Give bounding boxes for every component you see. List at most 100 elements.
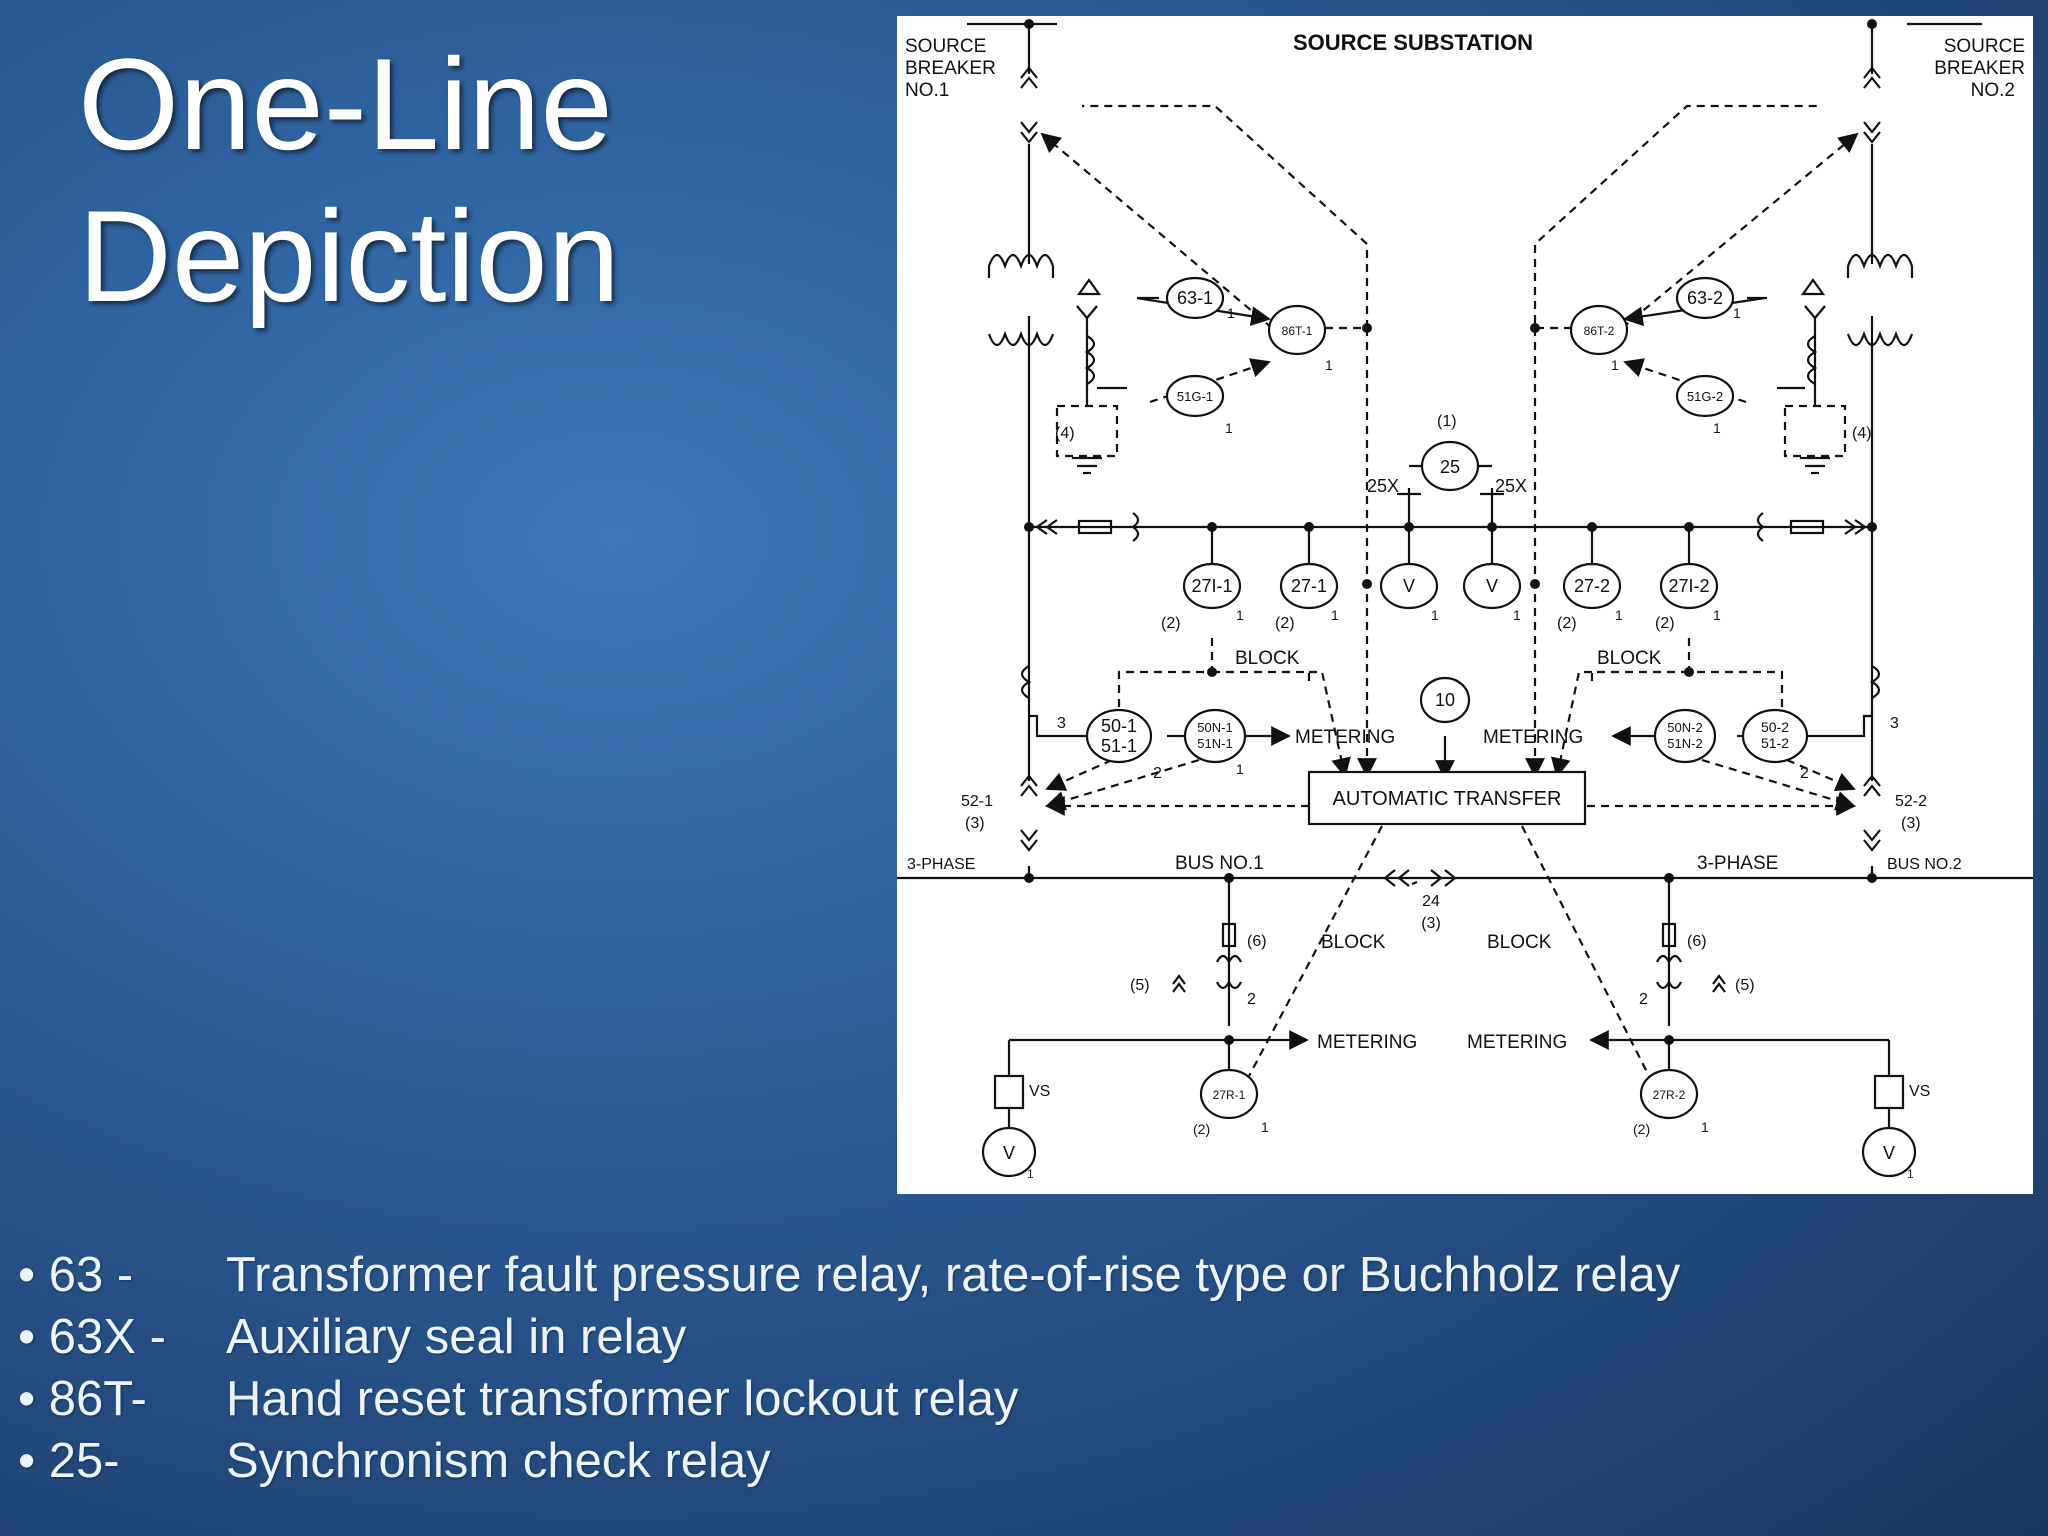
block-label-2: BLOCK <box>1597 648 1662 669</box>
three-phase-label-1: 3-PHASE <box>907 856 975 873</box>
note-3-breaker-2: (3) <box>1901 815 1921 832</box>
legend-code: • 25- <box>18 1434 120 1488</box>
legend-description: Synchronism check relay <box>226 1434 771 1488</box>
count-1-n: 1 <box>1261 1119 1269 1135</box>
count-2-pt-left: 2 <box>1247 991 1256 1008</box>
metering-label-1: METERING <box>1295 727 1395 748</box>
relay-27r-1: 27R-1 <box>1213 1088 1246 1102</box>
source-breaker-1-line-1: SOURCE <box>905 36 986 57</box>
count-1-g: 1 <box>1236 607 1244 623</box>
slide-title: One-Line Depiction <box>78 28 620 332</box>
note-4-left: (4) <box>1055 425 1075 442</box>
metering-label-3: METERING <box>1317 1032 1417 1053</box>
diagram-title: SOURCE SUBSTATION <box>1293 30 1533 55</box>
relay-27-1: 27-1 <box>1291 576 1327 596</box>
diagram-svg: SOURCE SUBSTATION SOURCE BREAKER NO.1 SO… <box>897 19 2033 1181</box>
relay-51n-1: 51N-1 <box>1197 736 1232 751</box>
note-1-sync: (1) <box>1437 413 1457 430</box>
count-2-pt-right: 2 <box>1639 991 1648 1008</box>
note-2-27i-2: (2) <box>1655 615 1675 632</box>
note-4-right: (4) <box>1852 425 1872 442</box>
legend-description: Transformer fault pressure relay, rate-o… <box>226 1248 1681 1302</box>
source-breaker-2-line-1: SOURCE <box>1944 36 2025 57</box>
note-6-left: (6) <box>1247 933 1267 950</box>
bus-no-1-label: BUS NO.1 <box>1175 853 1264 874</box>
count-1-c: 1 <box>1225 420 1233 436</box>
block-label-1: BLOCK <box>1235 648 1300 669</box>
source-breaker-2-line-2: BREAKER <box>1934 58 2025 79</box>
legend-item-25: • 25- Synchronism check relay <box>18 1430 1680 1492</box>
bus-no-2-label: BUS NO.2 <box>1887 856 1962 873</box>
count-1-i: 1 <box>1431 607 1439 623</box>
relay-25: 25 <box>1440 457 1460 477</box>
automatic-transfer-label: AUTOMATIC TRANSFER <box>1333 788 1562 810</box>
relay-51-1: 51-1 <box>1101 736 1137 756</box>
count-1-m: 1 <box>1236 761 1244 777</box>
note-2-27-1: (2) <box>1275 615 1295 632</box>
count-1-l: 1 <box>1713 607 1721 623</box>
source-breaker-1-line-3: NO.1 <box>905 80 949 101</box>
relay-legend: • 63 - Transformer fault pressure relay,… <box>18 1244 1680 1492</box>
count-1-d: 1 <box>1733 305 1741 321</box>
legend-item-86t: • 86T- Hand reset transformer lockout re… <box>18 1368 1680 1430</box>
relay-27-2: 27-2 <box>1574 576 1610 596</box>
relay-63-2: 63-2 <box>1687 288 1723 308</box>
note-2-27i-1: (2) <box>1161 615 1181 632</box>
relay-10: 10 <box>1435 690 1455 710</box>
block-label-4: BLOCK <box>1487 932 1552 953</box>
relay-25x-left: 25X <box>1367 476 1399 496</box>
note-3-tie: (3) <box>1421 915 1441 932</box>
slide-title-line-2: Depiction <box>78 183 620 329</box>
relay-50-2: 50-2 <box>1761 719 1789 735</box>
three-phase-label-2: 3-PHASE <box>1697 853 1778 874</box>
legend-item-63x: • 63X - Auxiliary seal in relay <box>18 1306 1680 1368</box>
count-1-e: 1 <box>1611 357 1619 373</box>
block-label-3: BLOCK <box>1321 932 1386 953</box>
legend-code: • 63 - <box>18 1248 134 1302</box>
count-1-p: 1 <box>1027 1167 1034 1181</box>
note-5-left: (5) <box>1130 977 1150 994</box>
voltmeter-1: V <box>1403 576 1415 596</box>
slide-title-line-1: One-Line <box>78 31 613 177</box>
note-5-right: (5) <box>1735 977 1755 994</box>
legend-description: Auxiliary seal in relay <box>226 1310 687 1364</box>
relay-51-2: 51-2 <box>1761 735 1789 751</box>
ct-ratio-3-left: 3 <box>1057 715 1066 732</box>
relay-63-1: 63-1 <box>1177 288 1213 308</box>
count-1-q: 1 <box>1907 1167 1914 1181</box>
relay-51g-1: 51G-1 <box>1177 389 1213 404</box>
ct-ratio-3-right: 3 <box>1890 715 1899 732</box>
relay-86t-2: 86T-2 <box>1584 324 1615 338</box>
note-3-breaker-1: (3) <box>965 815 985 832</box>
relay-86t-1: 86T-1 <box>1282 324 1313 338</box>
count-1-h: 1 <box>1331 607 1339 623</box>
source-breaker-2-line-3: NO.2 <box>1971 80 2015 101</box>
tie-24-label: 24 <box>1422 893 1440 910</box>
legend-code: • 63X - <box>18 1310 166 1364</box>
count-1-f: 1 <box>1713 420 1721 436</box>
one-line-diagram: SOURCE SUBSTATION SOURCE BREAKER NO.1 SO… <box>897 16 2033 1194</box>
relay-50n-1: 50N-1 <box>1197 720 1232 735</box>
relay-25x-right: 25X <box>1495 476 1527 496</box>
count-2-left: 2 <box>1153 765 1162 782</box>
vs-label-1: VS <box>1029 1083 1050 1100</box>
metering-label-2: METERING <box>1483 727 1583 748</box>
breaker-52-1-label: 52-1 <box>961 793 993 810</box>
breaker-52-2-label: 52-2 <box>1895 793 1927 810</box>
relay-27r-2: 27R-2 <box>1653 1088 1686 1102</box>
voltmeter-4: V <box>1883 1143 1895 1163</box>
source-breaker-1-line-2: BREAKER <box>905 58 996 79</box>
metering-label-4: METERING <box>1467 1032 1567 1053</box>
count-2-right: 2 <box>1800 765 1809 782</box>
count-1-o: 1 <box>1701 1119 1709 1135</box>
legend-code: • 86T- <box>18 1372 147 1426</box>
relay-27i-1: 27I-1 <box>1191 576 1232 596</box>
note-6-right: (6) <box>1687 933 1707 950</box>
count-1-b: 1 <box>1325 357 1333 373</box>
relay-50-1: 50-1 <box>1101 716 1137 736</box>
count-1-a: 1 <box>1227 305 1235 321</box>
relay-51n-2: 51N-2 <box>1667 736 1702 751</box>
legend-item-63: • 63 - Transformer fault pressure relay,… <box>18 1244 1680 1306</box>
count-1-j: 1 <box>1513 607 1521 623</box>
relay-27i-2: 27I-2 <box>1668 576 1709 596</box>
